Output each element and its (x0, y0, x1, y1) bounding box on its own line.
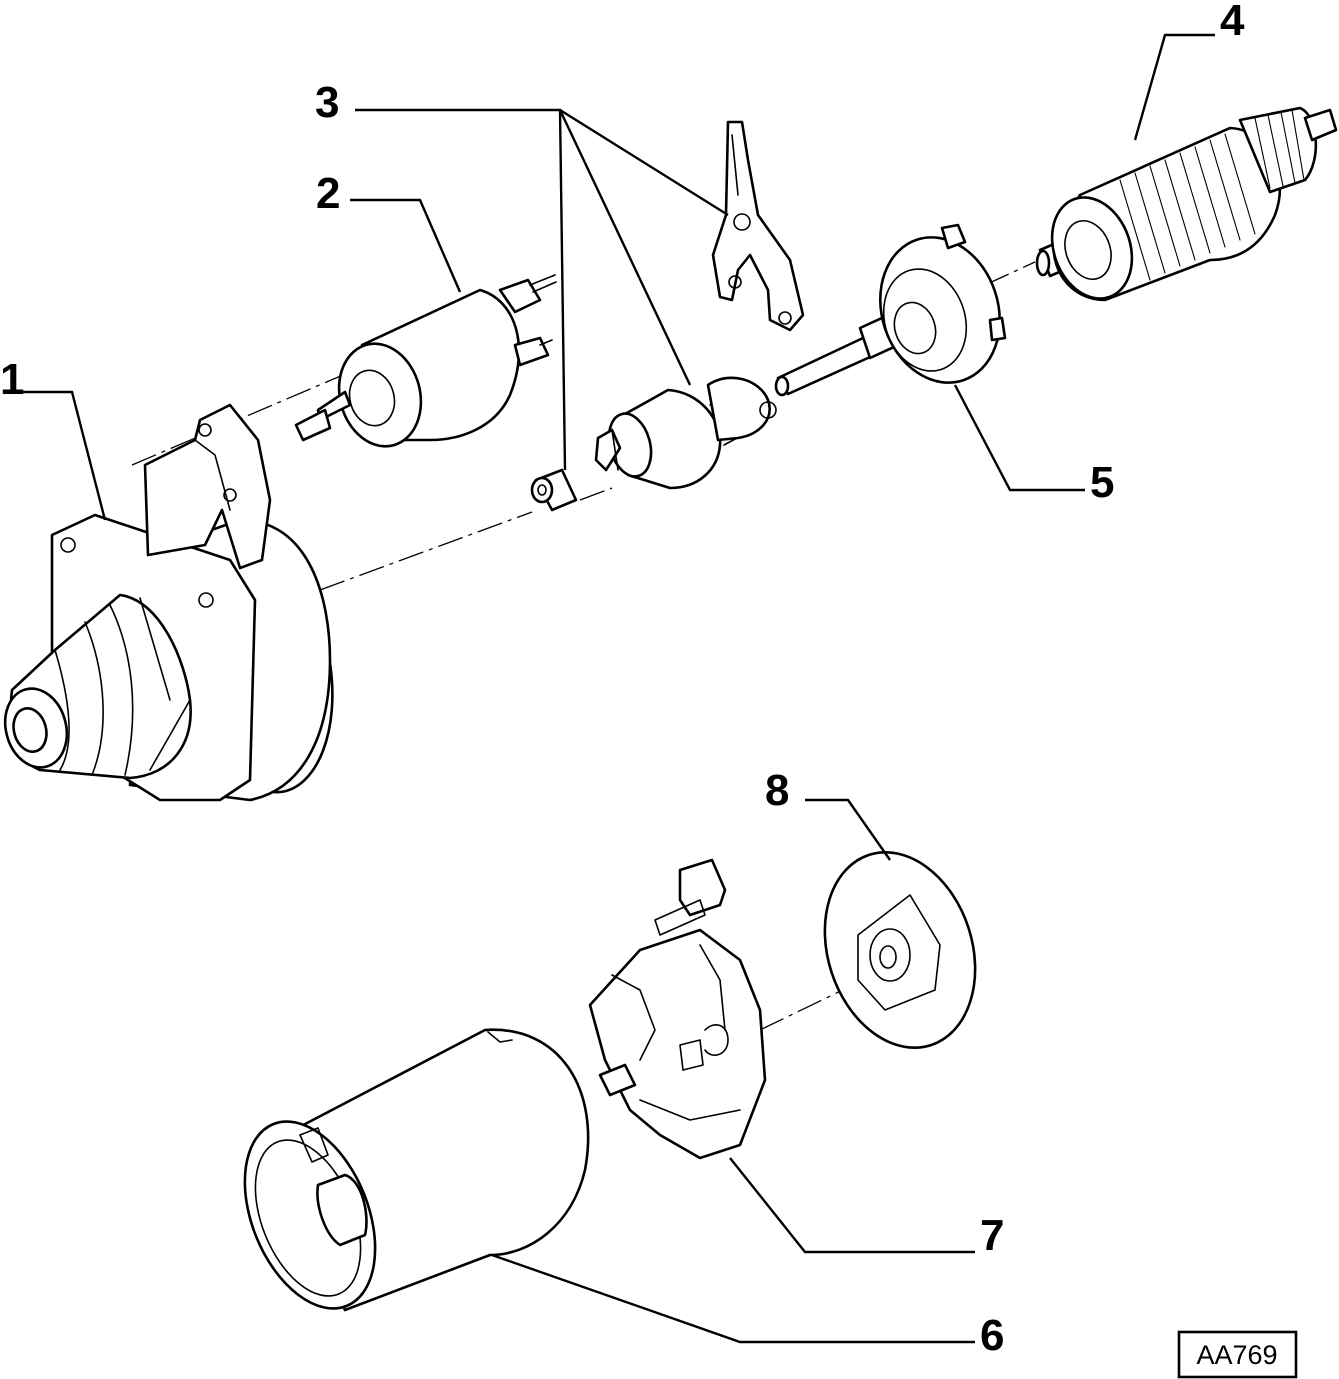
intermediate-support-shaft[interactable] (774, 222, 1018, 399)
callout-3: 3 (315, 78, 339, 127)
callout-6: 6 (980, 1311, 1004, 1360)
bushing[interactable] (530, 468, 578, 512)
callout-1: 1 (0, 355, 24, 404)
brush-holder-plate[interactable] (588, 858, 767, 1160)
solenoid-switch[interactable] (294, 274, 557, 456)
callout-5: 5 (1090, 458, 1114, 507)
shift-fork-lever[interactable] (711, 120, 805, 332)
callout-2: 2 (316, 169, 340, 218)
armature[interactable] (1035, 106, 1338, 310)
callout-4: 4 (1220, 0, 1245, 45)
commutator-end-cover[interactable] (801, 833, 1000, 1068)
yoke-field-frame[interactable] (220, 1028, 590, 1328)
callout-labels: 1 2 3 4 5 6 7 8 (0, 0, 1245, 1360)
leader-lines (20, 33, 1215, 1344)
drawing-code-box: AA769 (1177, 1330, 1298, 1379)
drive-end-housing[interactable] (0, 403, 347, 802)
callout-8: 8 (765, 766, 789, 815)
pinion-drive-clutch[interactable] (594, 376, 777, 490)
callout-7: 7 (980, 1211, 1004, 1260)
drawing-code: AA769 (1196, 1340, 1277, 1370)
